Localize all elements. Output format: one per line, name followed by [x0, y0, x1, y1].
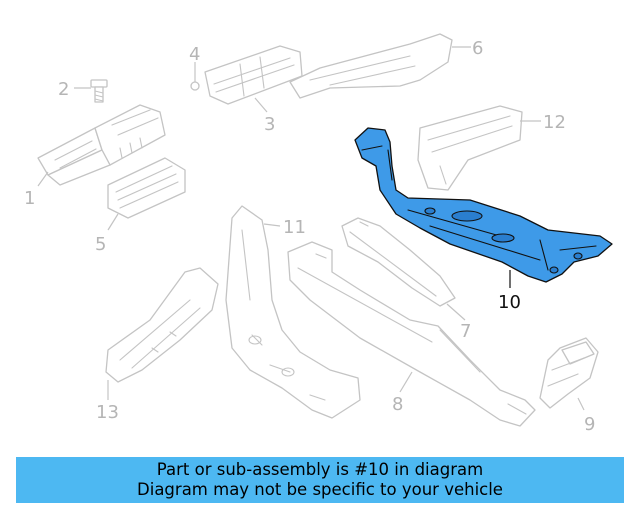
part-5-grille	[107, 157, 186, 219]
part-9-bracket	[539, 337, 599, 409]
callout-7: 7	[460, 321, 471, 342]
part-12-vent-duct	[417, 105, 523, 191]
callout-4: 4	[189, 44, 200, 65]
leader-lines	[37, 46, 585, 411]
callout-8: 8	[392, 394, 403, 415]
banner-line-part-number: Part or sub-assembly is #10 in diagram	[156, 460, 484, 479]
part-1-duct	[37, 104, 166, 186]
callout-numbers: 1 2 3 4 5 6 7 8 9 10 11 12 13	[24, 38, 595, 435]
part-2-bolt	[90, 79, 108, 103]
callout-9: 9	[584, 414, 595, 435]
info-banner: Part or sub-assembly is #10 in diagram D…	[16, 457, 624, 503]
part-6-upper-duct	[289, 33, 453, 99]
callout-2: 2	[58, 79, 69, 100]
callout-1: 1	[24, 188, 35, 209]
part-13-lower-duct	[105, 267, 219, 383]
part-10-rear-duct	[354, 127, 613, 283]
part-3-vent	[204, 45, 303, 105]
part-8-floor-duct	[287, 241, 536, 427]
banner-line-disclaimer: Diagram may not be specific to your vehi…	[137, 480, 503, 499]
part-7-mid-duct	[341, 217, 456, 307]
callout-6: 6	[472, 38, 483, 59]
part-11-pillar-duct	[225, 205, 361, 419]
callout-12: 12	[543, 112, 566, 133]
callout-5: 5	[95, 234, 106, 255]
callout-3: 3	[264, 114, 275, 135]
callout-11: 11	[283, 217, 306, 238]
part-4-clip	[190, 81, 200, 91]
callout-10: 10	[498, 292, 521, 313]
callout-13: 13	[96, 402, 119, 423]
